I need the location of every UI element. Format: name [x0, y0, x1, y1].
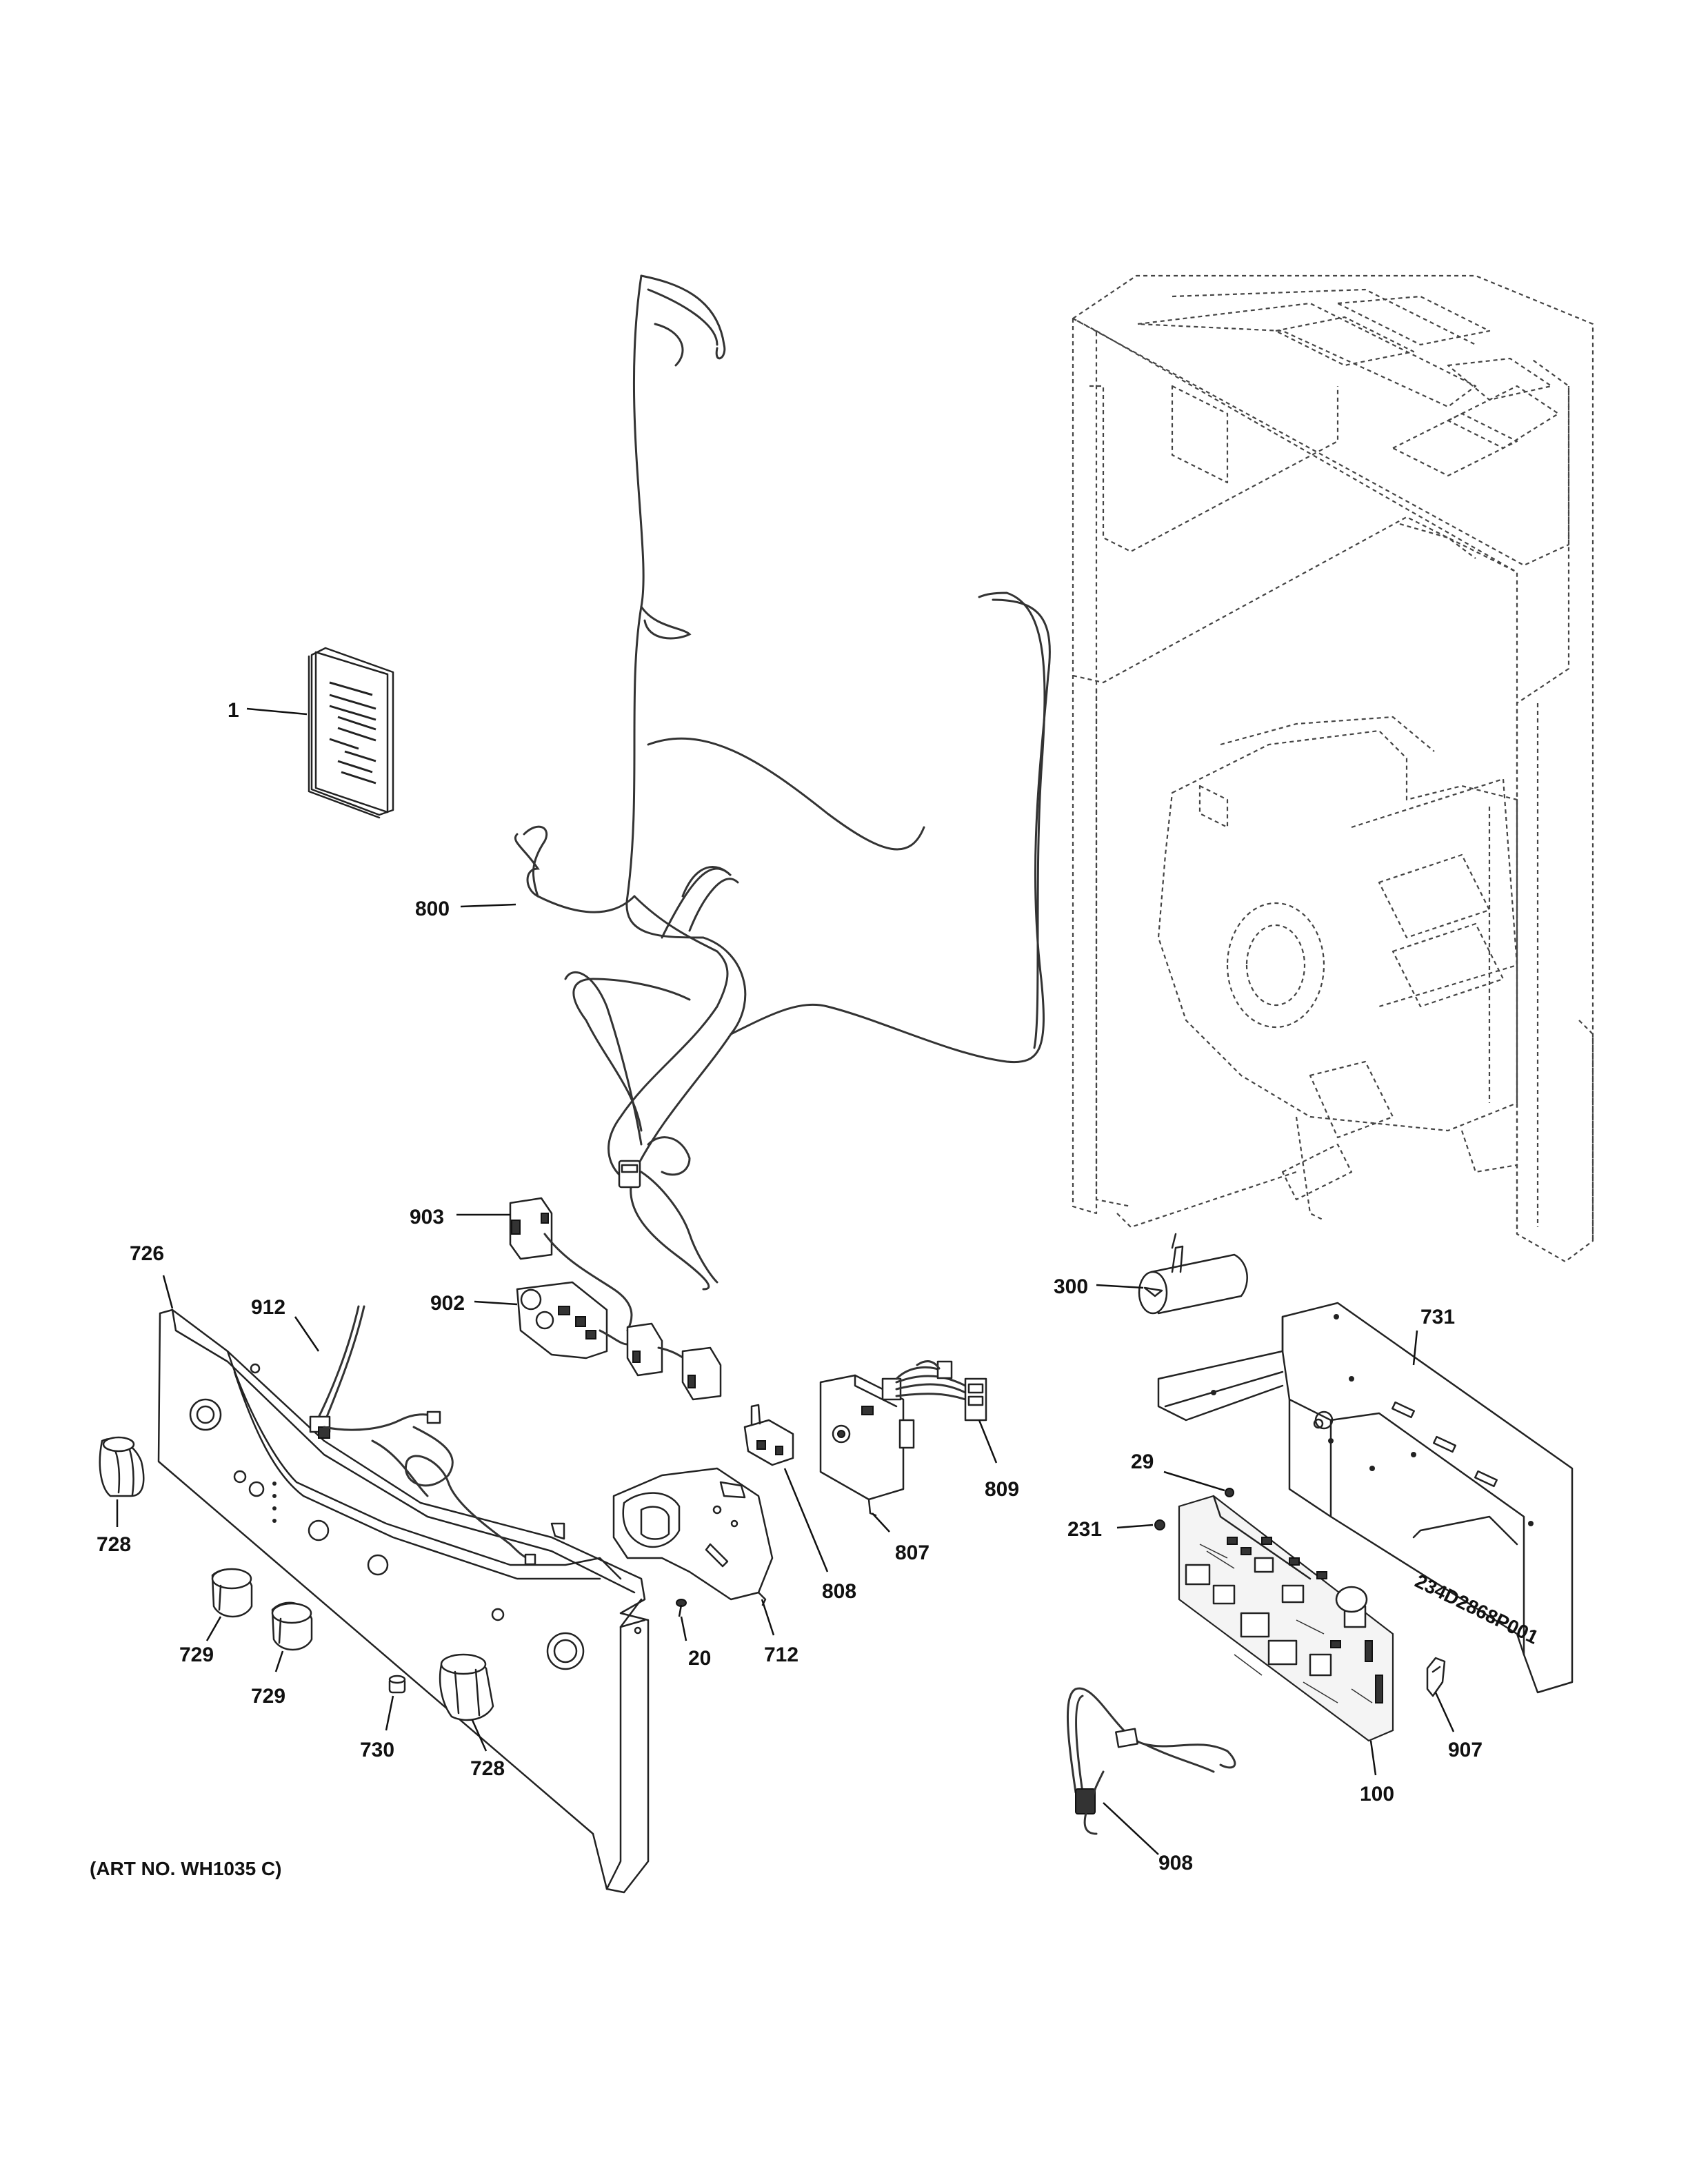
switch-808	[743, 1404, 794, 1466]
callout-729-upper: 729	[179, 1644, 214, 1666]
callout-726: 726	[130, 1242, 164, 1265]
main-control-board-100	[1178, 1495, 1394, 1742]
callout-902: 902	[430, 1292, 465, 1315]
button-730	[388, 1675, 406, 1694]
callout-731: 731	[1420, 1306, 1455, 1328]
art-number-note: (ART NO. WH1035 C)	[90, 1858, 281, 1879]
screw-29	[1225, 1488, 1234, 1497]
screw-231	[1154, 1519, 1165, 1530]
callout-231: 231	[1067, 1518, 1102, 1541]
switch-903	[509, 1197, 633, 1332]
callout-729-lower: 729	[251, 1685, 285, 1708]
callout-907: 907	[1448, 1739, 1483, 1761]
mounting-bracket-712	[612, 1467, 774, 1606]
wire-912	[309, 1305, 536, 1566]
callout-807: 807	[895, 1541, 930, 1564]
callout-903: 903	[410, 1206, 444, 1228]
callout-728-right: 728	[470, 1757, 505, 1780]
callout-labels: 1 800 903 726 902 912 728 729 729 730 72…	[97, 699, 1483, 1874]
control-panel-726	[157, 1308, 650, 1894]
dryer-cabinet	[1072, 274, 1594, 1263]
wire-harness-908	[1067, 1687, 1236, 1835]
callout-908: 908	[1158, 1852, 1193, 1874]
callout-808: 808	[822, 1580, 856, 1603]
capacitor-300	[1138, 1233, 1248, 1315]
bracket-marking: 234D2868P001	[1411, 1570, 1542, 1648]
callout-29: 29	[1131, 1450, 1154, 1473]
callout-100: 100	[1360, 1783, 1394, 1806]
main-wire-harness	[514, 274, 1051, 1291]
callout-712: 712	[764, 1644, 798, 1666]
callout-728-left: 728	[97, 1533, 131, 1556]
knob-728-left	[99, 1436, 145, 1497]
knob-729-lower	[271, 1601, 313, 1651]
callout-1: 1	[228, 699, 239, 722]
callout-20: 20	[688, 1647, 711, 1670]
timer-807	[819, 1374, 915, 1517]
leader-lines	[116, 707, 1455, 1855]
wire-harness-809	[881, 1360, 987, 1422]
knob-729-upper	[211, 1568, 253, 1618]
clip-907	[1426, 1657, 1446, 1697]
callout-912: 912	[251, 1296, 285, 1319]
owner-manual	[308, 647, 394, 819]
callout-300: 300	[1054, 1275, 1088, 1298]
switch-assembly-902	[516, 1281, 722, 1401]
screw-20	[676, 1599, 687, 1617]
callout-809: 809	[985, 1478, 1019, 1501]
knob-728-right	[439, 1653, 494, 1721]
callout-730: 730	[360, 1739, 394, 1761]
callout-800: 800	[415, 898, 450, 920]
